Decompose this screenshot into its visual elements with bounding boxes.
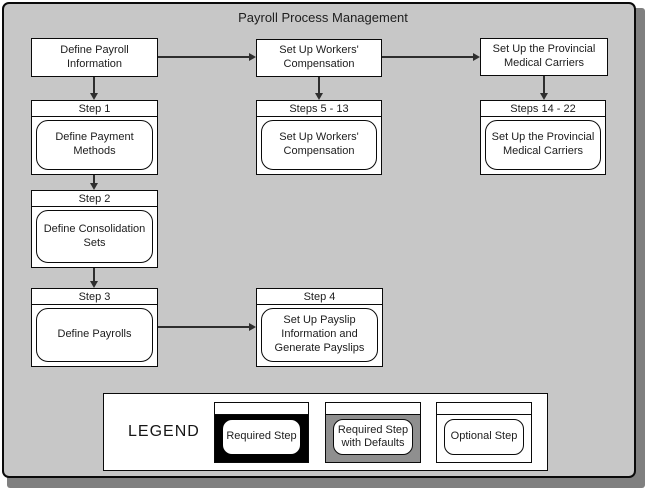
step-window-task: Define Payment Methods: [36, 120, 153, 170]
legend-item-required-step-with-defaults: Required Step with Defaults: [325, 402, 421, 463]
step-window-header: Step 2: [32, 191, 157, 207]
flow-box-label: Set Up Workers' Compensation: [279, 44, 359, 70]
step-window-body: Set Up the Provincial Medical Carriers: [481, 117, 605, 174]
legend-item-body: Optional Step: [437, 415, 531, 462]
legend-title: LEGEND: [128, 423, 200, 440]
step-window-body: Define Payment Methods: [32, 117, 157, 174]
step-window-body: Set Up Workers' Compensation: [257, 117, 381, 174]
legend-item-body: Required Step: [215, 415, 308, 462]
flow-box-label: Set Up the Provincial Medical Carriers: [492, 43, 596, 69]
step-window-task: Define Payrolls: [36, 308, 153, 362]
flow-box-define-payroll-information: Define Payroll Information: [31, 38, 158, 77]
step-window-step-4: Step 4 Set Up Payslip Information and Ge…: [256, 288, 383, 367]
step-window-header: Step 3: [32, 289, 157, 305]
legend-item-header: [326, 403, 420, 415]
legend-item-header: [437, 403, 531, 415]
legend-item-label: Required Step: [222, 419, 301, 455]
step-window-step-2: Step 2 Define Consolidation Sets: [31, 190, 158, 268]
legend-item-required-step: Required Step: [214, 402, 309, 463]
legend-item-optional-step: Optional Step: [436, 402, 532, 463]
step-window-step-1: Step 1 Define Payment Methods: [31, 100, 158, 175]
legend-panel: LEGEND Required Step Required Step with …: [103, 393, 548, 471]
step-window-body: Set Up Payslip Information and Generate …: [257, 305, 382, 366]
step-window-body: Define Payrolls: [32, 305, 157, 366]
legend-item-body: Required Step with Defaults: [326, 415, 420, 462]
step-window-task: Set Up Workers' Compensation: [261, 120, 377, 170]
flow-box-label: Define Payroll Information: [60, 43, 129, 70]
diagram-title: Payroll Process Management: [238, 10, 408, 25]
step-window-header: Step 4: [257, 289, 382, 305]
step-window-header: Steps 14 - 22: [481, 101, 605, 117]
step-window-header: Step 1: [32, 101, 157, 117]
flow-box-set-up-workers-compensation: Set Up Workers' Compensation: [256, 39, 382, 77]
legend-item-label: Optional Step: [444, 419, 524, 455]
step-window-header: Steps 5 - 13: [257, 101, 381, 117]
step-window-task: Set Up Payslip Information and Generate …: [261, 308, 378, 362]
step-window-task: Define Consolidation Sets: [36, 210, 153, 263]
legend-item-header: [215, 403, 308, 415]
step-window-step-3: Step 3 Define Payrolls: [31, 288, 158, 367]
step-window-task: Set Up the Provincial Medical Carriers: [485, 120, 601, 170]
flow-box-set-up-provincial-medical-carriers: Set Up the Provincial Medical Carriers: [480, 38, 608, 76]
step-window-body: Define Consolidation Sets: [32, 207, 157, 267]
step-window-steps-5-13: Steps 5 - 13 Set Up Workers' Compensatio…: [256, 100, 382, 175]
step-window-steps-14-22: Steps 14 - 22 Set Up the Provincial Medi…: [480, 100, 606, 175]
legend-item-label: Required Step with Defaults: [333, 419, 413, 455]
